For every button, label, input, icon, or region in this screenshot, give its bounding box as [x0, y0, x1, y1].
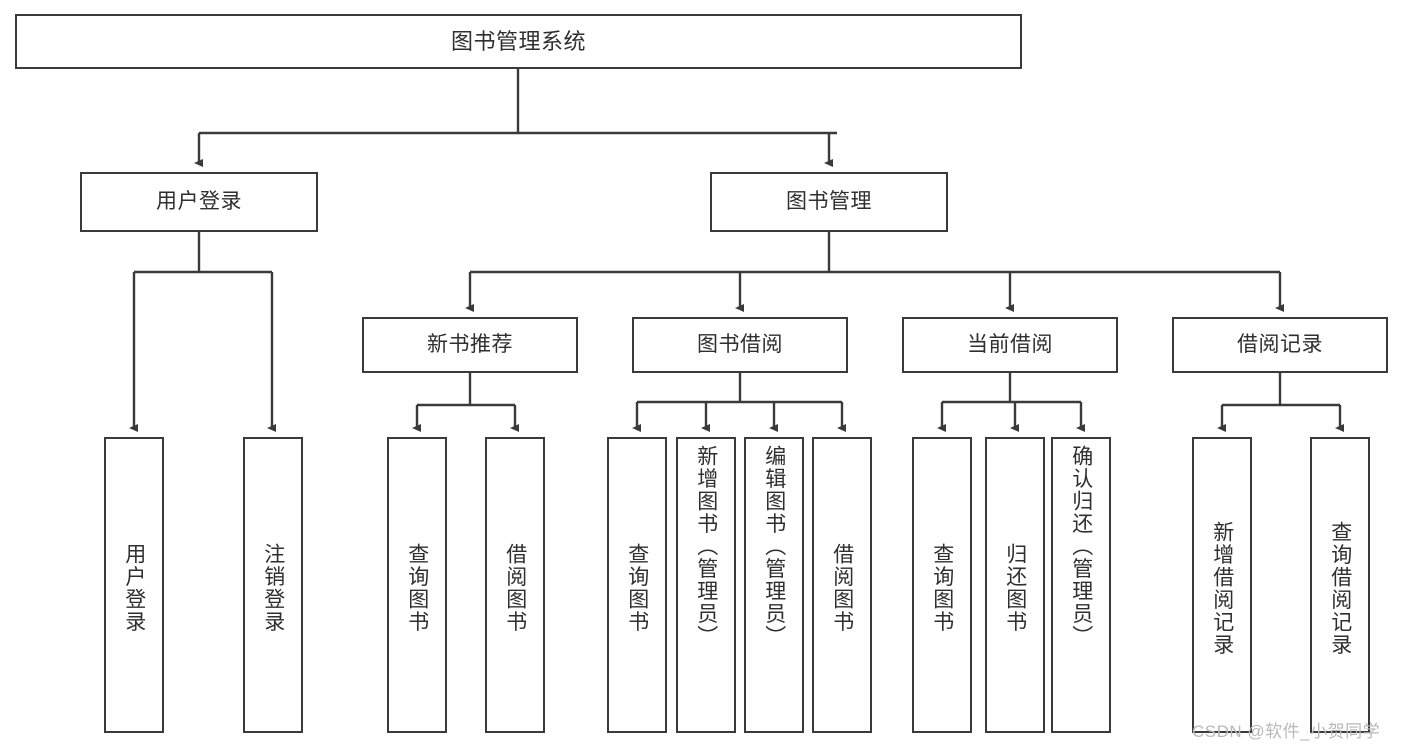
node-leaf-borrow-book-bor-label: 借阅图书 — [830, 543, 854, 633]
node-leaf-query-book-bor[interactable]: 查询图书 — [607, 437, 667, 733]
node-new-book-recommend-label: 新书推荐 — [427, 332, 513, 356]
node-leaf-query-book-rec-label: 查询图书 — [405, 543, 429, 633]
node-leaf-edit-book-label: 编辑图书（管理员） — [762, 445, 786, 648]
node-borrow-record-label: 借阅记录 — [1237, 332, 1323, 356]
node-leaf-query-book-cur-label: 查询图书 — [930, 543, 954, 633]
node-leaf-logout-label: 注销登录 — [261, 543, 285, 633]
node-leaf-query-borrow-record[interactable]: 查询借阅记录 — [1310, 437, 1370, 733]
node-user-login-label: 用户登录 — [156, 189, 242, 213]
node-book-borrow-label: 图书借阅 — [697, 332, 783, 356]
node-leaf-add-book[interactable]: 新增图书（管理员） — [676, 437, 736, 733]
csdn-watermark: CSDN @软件_小贺同学 — [1192, 722, 1381, 741]
node-leaf-borrow-book-rec-label: 借阅图书 — [503, 543, 527, 633]
node-leaf-query-book-rec[interactable]: 查询图书 — [387, 437, 447, 733]
node-leaf-query-book-bor-label: 查询图书 — [625, 543, 649, 633]
node-leaf-return-book-label: 归还图书 — [1003, 543, 1027, 633]
node-leaf-user-login[interactable]: 用户登录 — [104, 437, 164, 733]
node-leaf-return-book[interactable]: 归还图书 — [985, 437, 1045, 733]
node-new-book-recommend[interactable]: 新书推荐 — [362, 317, 578, 373]
node-leaf-borrow-book-bor[interactable]: 借阅图书 — [812, 437, 872, 733]
node-current-borrow[interactable]: 当前借阅 — [902, 317, 1118, 373]
node-leaf-edit-book[interactable]: 编辑图书（管理员） — [744, 437, 804, 733]
node-leaf-user-login-label: 用户登录 — [122, 543, 146, 633]
node-borrow-record[interactable]: 借阅记录 — [1172, 317, 1388, 373]
node-user-login[interactable]: 用户登录 — [80, 172, 318, 232]
node-book-manage-label: 图书管理 — [786, 189, 872, 213]
node-leaf-query-book-cur[interactable]: 查询图书 — [912, 437, 972, 733]
node-leaf-add-borrow-record[interactable]: 新增借阅记录 — [1192, 437, 1252, 733]
node-leaf-confirm-return-label: 确认归还（管理员） — [1069, 445, 1093, 648]
node-leaf-logout[interactable]: 注销登录 — [243, 437, 303, 733]
node-current-borrow-label: 当前借阅 — [967, 332, 1053, 356]
node-root[interactable]: 图书管理系统 — [15, 14, 1022, 69]
node-root-label: 图书管理系统 — [450, 28, 586, 54]
node-book-borrow[interactable]: 图书借阅 — [632, 317, 848, 373]
node-leaf-add-book-label: 新增图书（管理员） — [694, 445, 718, 648]
node-leaf-borrow-book-rec[interactable]: 借阅图书 — [485, 437, 545, 733]
node-leaf-query-borrow-record-label: 查询借阅记录 — [1328, 520, 1352, 656]
node-leaf-confirm-return[interactable]: 确认归还（管理员） — [1051, 437, 1111, 733]
node-leaf-add-borrow-record-label: 新增借阅记录 — [1210, 520, 1234, 656]
node-book-manage[interactable]: 图书管理 — [710, 172, 948, 232]
